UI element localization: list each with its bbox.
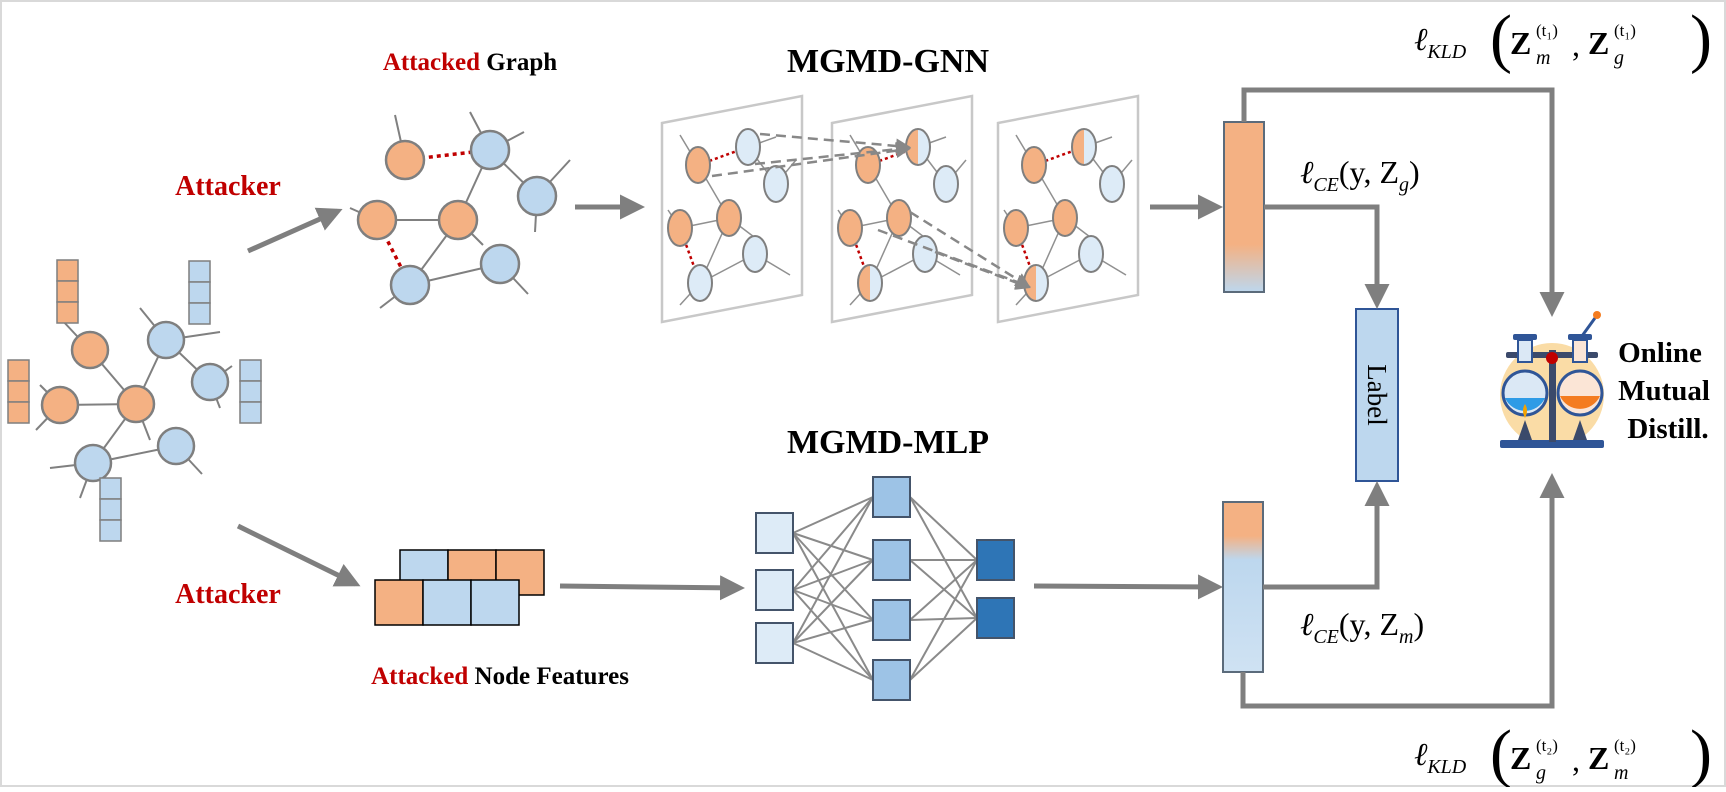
node-orange bbox=[116, 384, 156, 424]
node-orange bbox=[356, 199, 398, 241]
lab-flask-icon bbox=[1500, 311, 1604, 448]
node-blue bbox=[190, 362, 230, 402]
arrow-to-mlp-output bbox=[1033, 574, 1223, 600]
mlp-hidden-unit bbox=[872, 476, 911, 518]
mlp-hidden-unit bbox=[872, 599, 911, 641]
attacked-node-features bbox=[374, 549, 545, 626]
ce-gnn-loss: ℓCE(y, Zg) bbox=[1300, 154, 1420, 196]
message-passing-arrows bbox=[711, 132, 1031, 290]
gnn-layer-3 bbox=[996, 94, 1140, 324]
svg-text:g: g bbox=[1536, 762, 1546, 784]
distill-label-line3: Distill. bbox=[1627, 413, 1708, 445]
adversarial-edge bbox=[375, 148, 491, 286]
feature-vector-blue bbox=[239, 359, 262, 424]
svg-text:Z: Z bbox=[1510, 25, 1531, 61]
svg-text:m: m bbox=[1536, 47, 1550, 69]
svg-text:,: , bbox=[1572, 27, 1580, 63]
gnn-layers bbox=[660, 94, 1140, 324]
node-blue bbox=[73, 443, 113, 483]
ce-mlp-loss: ℓCE(y, Zm) bbox=[1300, 606, 1424, 648]
node-blue bbox=[479, 243, 521, 285]
gnn-title: MGMD-GNN bbox=[787, 43, 990, 80]
arrow-to-attacked-features bbox=[236, 523, 361, 587]
mlp-input-unit bbox=[755, 569, 794, 611]
attacked-graph bbox=[349, 111, 571, 309]
mlp-output-logits bbox=[1222, 501, 1264, 673]
distill-label-line2: Mutual bbox=[1618, 375, 1710, 407]
feature-vector-blue bbox=[99, 477, 122, 542]
svg-text:Z: Z bbox=[1510, 740, 1531, 776]
gnn-output-logits bbox=[1223, 121, 1265, 293]
kld-top-path bbox=[1241, 87, 1565, 317]
svg-text:(: ( bbox=[1490, 717, 1512, 787]
mlp-output-unit bbox=[976, 539, 1015, 581]
gnn-layer-1 bbox=[660, 94, 804, 324]
mlp-input-unit bbox=[755, 622, 794, 664]
svg-text:,: , bbox=[1572, 742, 1580, 778]
kld-bottom-path bbox=[1240, 473, 1565, 709]
label-box-text: Label bbox=[1362, 364, 1392, 425]
mlp-hidden-unit bbox=[872, 659, 911, 701]
svg-text:): ) bbox=[1690, 717, 1712, 787]
attacker-label-bottom: Attacker bbox=[175, 579, 281, 610]
svg-text:m: m bbox=[1614, 762, 1628, 784]
svg-text:g: g bbox=[1614, 47, 1624, 69]
svg-text:(t₁): (t₁) bbox=[1614, 21, 1636, 40]
attacked-features-title: Attacked Node Features bbox=[371, 663, 629, 690]
input-graph bbox=[7, 259, 262, 542]
svg-text:(t₂): (t₂) bbox=[1614, 736, 1636, 755]
arrow-to-attacked-graph bbox=[246, 207, 343, 254]
attacker-label-top: Attacker bbox=[175, 171, 281, 202]
node-blue bbox=[516, 175, 558, 217]
gnn-layer-2 bbox=[830, 94, 974, 324]
ce-mlp-path bbox=[1263, 481, 1390, 590]
svg-text:Z: Z bbox=[1588, 25, 1609, 61]
node-blue bbox=[146, 320, 186, 360]
attacked-graph-title: Attacked Graph bbox=[383, 49, 557, 76]
kld-top-loss: ℓKLD ( Z (t₁) m , Z (t₁) g ) bbox=[1414, 2, 1712, 75]
feature-vector-blue bbox=[188, 260, 211, 325]
kld-bottom-loss: ℓKLD ( Z (t₂) g , Z (t₂) m ) bbox=[1414, 717, 1712, 790]
label-box bbox=[1355, 308, 1399, 482]
feature-vector-orange bbox=[7, 359, 30, 424]
svg-text:(: ( bbox=[1490, 2, 1512, 75]
feature-vector-orange bbox=[56, 259, 79, 324]
node-blue bbox=[156, 426, 196, 466]
node-orange bbox=[384, 139, 426, 181]
node-blue bbox=[389, 264, 431, 306]
mlp-network bbox=[755, 476, 1015, 701]
svg-text:Z: Z bbox=[1588, 740, 1609, 776]
node-orange bbox=[40, 385, 80, 425]
mlp-input-unit bbox=[755, 512, 794, 554]
mlp-output-unit bbox=[976, 597, 1015, 639]
distill-label-line1: Online bbox=[1618, 337, 1702, 369]
mlp-hidden-unit bbox=[872, 539, 911, 581]
svg-text:ℓKLD: ℓKLD bbox=[1414, 21, 1467, 63]
svg-text:ℓKLD: ℓKLD bbox=[1414, 736, 1467, 778]
node-blue bbox=[469, 129, 511, 171]
node-orange bbox=[70, 330, 110, 370]
svg-text:(t₂): (t₂) bbox=[1536, 736, 1558, 755]
mlp-title: MGMD-MLP bbox=[787, 424, 989, 461]
node-orange bbox=[437, 199, 479, 241]
arrow-to-mlp bbox=[559, 575, 745, 601]
svg-text:(t₁): (t₁) bbox=[1536, 21, 1558, 40]
svg-text:): ) bbox=[1690, 2, 1712, 75]
ce-gnn-path bbox=[1264, 204, 1390, 309]
